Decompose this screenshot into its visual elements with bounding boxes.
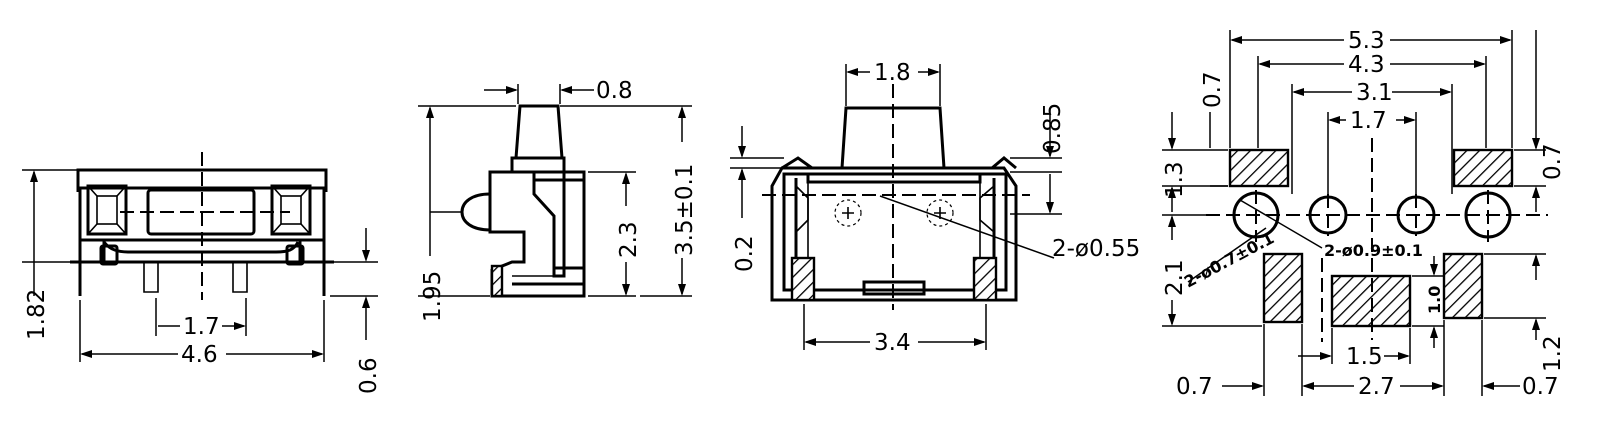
side-dim-total-height: 3.5±0.1 — [672, 164, 698, 256]
side-body — [488, 170, 586, 298]
footprint-dim-hole-inner: 1.7 — [1350, 108, 1387, 134]
footprint-dim-bottom-span: 2.7 — [1358, 374, 1395, 400]
footprint-hole-callout-small: 2-ø0.7±0.1 — [1181, 228, 1277, 291]
footprint-dim-center-pad-height: 1.0 — [1425, 286, 1444, 314]
footprint-pad-top-left — [1228, 148, 1290, 188]
front-body-outline — [76, 168, 328, 192]
footprint-dim-row-spacing: 2.1 — [1162, 259, 1188, 296]
footprint-dim-bottom-pad-height: 1.2 — [1540, 335, 1566, 372]
front-left-square — [86, 184, 128, 236]
footprint-dim-bottom-right-width: 0.7 — [1522, 374, 1559, 400]
back-hole-callout: 2-ø0.55 — [1052, 236, 1140, 262]
front-dim-height: 1.82 — [24, 289, 50, 340]
back-view: 2-ø0.55 1.8 0.85 0.2 3.4 — [730, 60, 1140, 356]
side-dim-lower-height: 1.95 — [420, 271, 446, 322]
footprint-hole-callout-large: 2-ø0.9±0.1 — [1324, 241, 1423, 260]
back-dim-hole-offset: 0.2 — [732, 235, 758, 272]
back-dim-actuator-width: 1.8 — [874, 60, 911, 86]
front-view: 1.82 1.7 4.6 0.6 — [22, 152, 382, 394]
footprint-pad-bottom-left — [1262, 252, 1304, 324]
back-dim-foot-span: 3.4 — [874, 330, 911, 356]
front-dim-pitch: 1.7 — [183, 314, 220, 340]
footprint-pad-bottom-right — [1442, 252, 1484, 320]
footprint-dim-hole-outer: 3.1 — [1356, 80, 1393, 106]
back-dim-top-offset: 0.85 — [1040, 103, 1066, 154]
footprint-dim-overall: 5.3 — [1348, 28, 1385, 54]
footprint-dim-top-pad-height: 1.3 — [1162, 161, 1188, 198]
side-view: 0.8 1.95 2.3 3.5±0.1 — [418, 78, 698, 322]
footprint-dim-pad-outer: 4.3 — [1348, 52, 1385, 78]
side-dim-body-height: 2.3 — [616, 221, 642, 258]
side-dim-actuator-width: 0.8 — [596, 78, 633, 104]
front-dim-pin-height: 0.6 — [356, 357, 382, 394]
footprint-view: 5.3 4.3 3.1 1.7 0.7 1.3 — [1162, 28, 1566, 400]
footprint-pad-top-right — [1452, 148, 1514, 188]
footprint-dim-top-pad-width-left: 0.7 — [1200, 71, 1226, 108]
side-actuator — [514, 104, 564, 159]
footprint-dim-center-pad-width: 1.5 — [1346, 344, 1383, 370]
front-right-square — [270, 184, 312, 236]
front-dim-width: 4.6 — [181, 342, 218, 368]
footprint-dim-bottom-left-width: 0.7 — [1176, 374, 1213, 400]
footprint-dim-top-pad-width-right: 0.7 — [1540, 143, 1566, 180]
